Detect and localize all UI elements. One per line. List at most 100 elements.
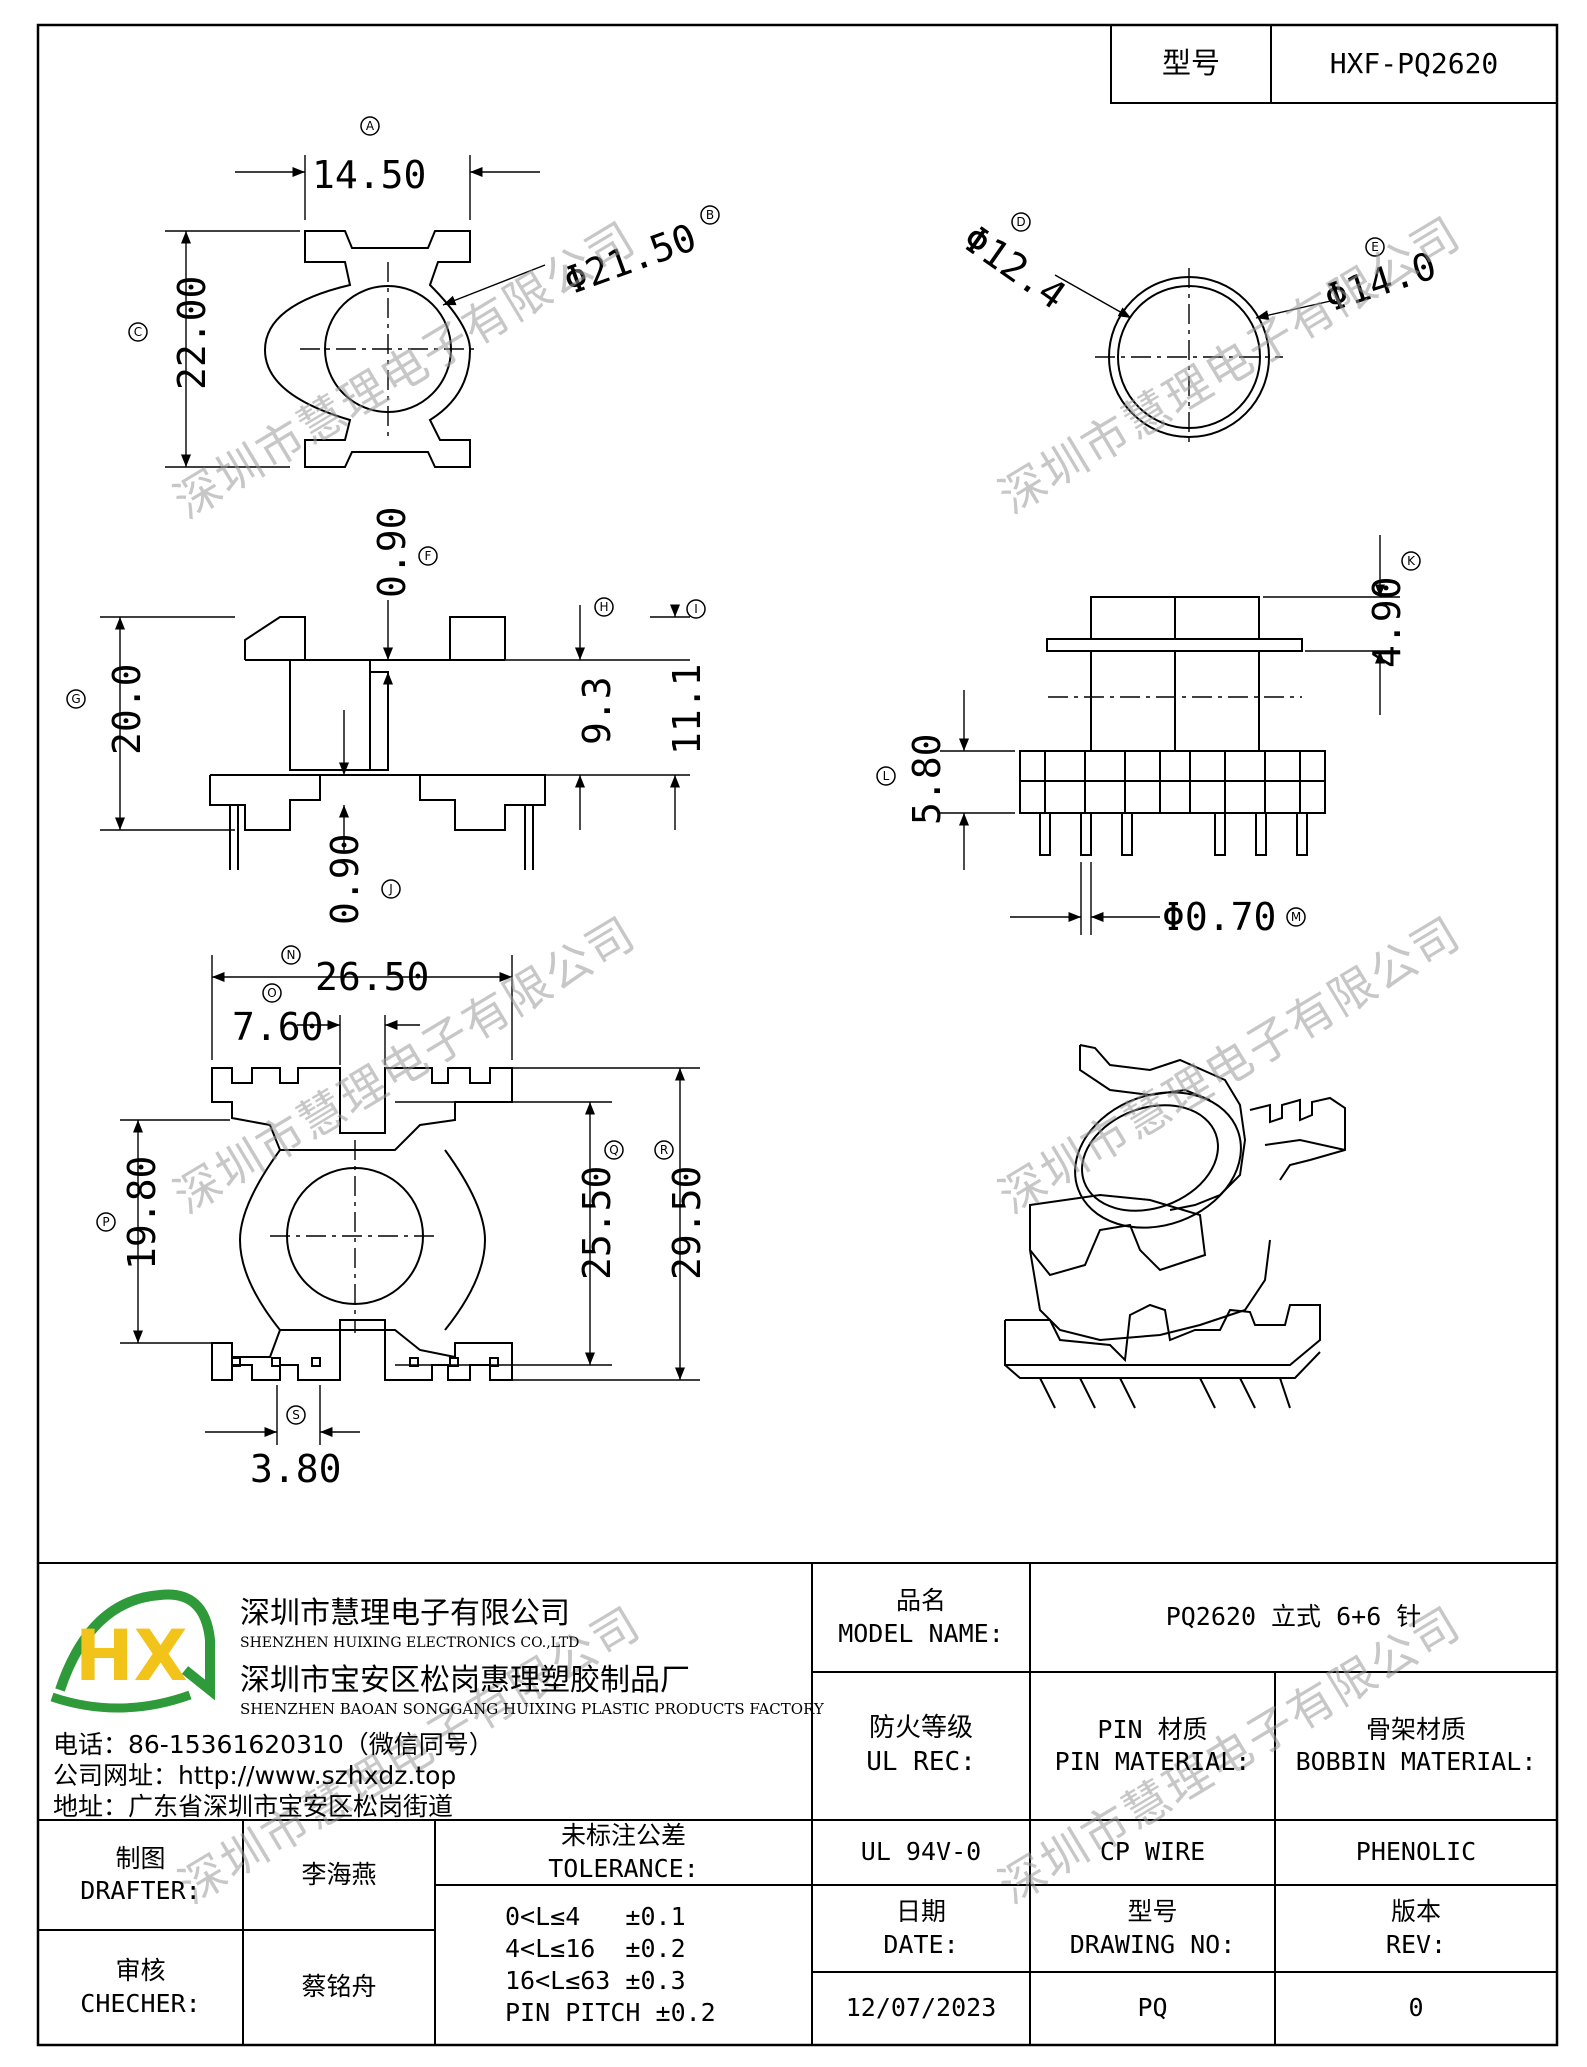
company-name-cn: 深圳市慧理电子有限公司: [240, 1596, 570, 1631]
date-label-en: DATE:: [883, 1929, 959, 1959]
dim-s: 3.80: [250, 1447, 342, 1491]
drawing-no-label: 型号 DRAWING NO:: [1030, 1885, 1275, 1972]
tolerance-label: 未标注公差 TOLERANCE:: [435, 1820, 812, 1885]
rev-label-cn: 版本: [1390, 1897, 1441, 1926]
tolerance-table: 0<L≤4 ±0.1 4<L≤16 ±0.2 16<L≤63 ±0.3 PIN …: [435, 1885, 812, 2045]
svg-text:HX: HX: [75, 1615, 188, 1697]
company-address: 地址：广东省深圳市宝安区松岗街道: [53, 1792, 454, 1821]
drawing-no-label-cn: 型号: [1127, 1897, 1178, 1926]
date-label: 日期 DATE:: [812, 1885, 1030, 1972]
header-model-box: [1110, 24, 1558, 104]
factory-name-cn: 深圳市宝安区松岗惠理塑胶制品厂: [240, 1663, 690, 1698]
dim-q: 25.50: [575, 1166, 619, 1280]
callout-s: S: [292, 1408, 300, 1422]
checker-value: 蔡铭舟: [301, 1972, 377, 2002]
tolerance-label-cn: 未标注公差: [560, 1821, 686, 1850]
dim-a: 14.50: [312, 153, 426, 197]
company-name-en: SHENZHEN HUIXING ELECTRONICS CO.,LTD: [240, 1635, 580, 1651]
dim-r: 29.50: [665, 1166, 709, 1280]
model-name-value: PQ2620 立式 6+6 针: [1165, 1602, 1422, 1632]
tolerance-line: 16<L≤63 ±0.3: [505, 1966, 686, 1995]
pin-material-label-cn: PIN 材质: [1097, 1714, 1208, 1744]
company-logo: HX: [50, 1589, 215, 1713]
date-label-cn: 日期: [895, 1897, 946, 1926]
core-hole-view: [1095, 268, 1283, 446]
dim-d: Φ12.4: [955, 216, 1074, 318]
dim-n: 26.50: [315, 955, 429, 999]
drafter-label-cn: 制图: [115, 1843, 166, 1873]
ul-rec-label: 防火等级 UL REC:: [812, 1672, 1030, 1820]
ul-rec-label-cn: 防火等级: [868, 1713, 973, 1744]
callout-o: O: [267, 986, 276, 1000]
dim-f: 0.90: [370, 506, 414, 598]
rev-label-en: REV:: [1385, 1929, 1447, 1959]
pin-material-value: CP WIRE: [1099, 1837, 1206, 1867]
company-website: 公司网址：http://www.szhxdz.top: [53, 1761, 457, 1790]
dim-k: 4.90: [1365, 576, 1409, 668]
drawing-border: [36, 23, 1559, 2047]
model-name-label-cn: 品名: [895, 1586, 946, 1615]
callout-c: C: [134, 325, 142, 339]
drafter-value: 李海燕: [301, 1859, 377, 1889]
callout-r: R: [660, 1143, 668, 1157]
callout-m: M: [1291, 910, 1301, 924]
tolerance-label-en: TOLERANCE:: [548, 1853, 699, 1883]
callout-q: Q: [609, 1143, 618, 1157]
dim-o: 7.60: [232, 1005, 324, 1049]
callout-i: I: [694, 602, 698, 616]
callout-b: B: [706, 208, 714, 222]
drafter-label: 制图 DRAFTER:: [38, 1820, 243, 1930]
dim-h: 9.3: [575, 676, 619, 745]
checker-label-cn: 审核: [115, 1956, 166, 1985]
tolerance-line: PIN PITCH ±0.2: [505, 1998, 716, 2027]
drafter-label-en: DRAFTER:: [80, 1876, 201, 1905]
side-view-bobbin: [209, 616, 546, 870]
bobbin-material-label-cn: 骨架材质: [1365, 1714, 1466, 1744]
callout-p: P: [102, 1215, 109, 1229]
dim-b: Φ21.50: [558, 215, 702, 303]
callout-l: L: [883, 769, 890, 783]
top-view-bobbin: [263, 230, 476, 468]
title-block-grid: [38, 1562, 1557, 2045]
dim-l: 5.80: [905, 733, 949, 825]
dim-p: 19.80: [120, 1156, 164, 1270]
bottom-view-bobbin: [211, 1067, 513, 1381]
isometric-view: [1004, 1044, 1346, 1409]
rev-value: 0: [1408, 1993, 1424, 2023]
dim-i: 11.1: [665, 663, 709, 755]
model-name-label-en: MODEL NAME:: [838, 1618, 1004, 1648]
dim-c: 22.00: [170, 276, 214, 390]
dim-j: 0.90: [323, 833, 367, 925]
header-model-value: HXF-PQ2620: [1329, 46, 1499, 80]
tolerance-line: 0<L≤4 ±0.1: [505, 1902, 686, 1931]
rev-label: 版本 REV:: [1275, 1885, 1557, 1972]
callout-e: E: [1371, 240, 1379, 254]
model-name-label: 品名 MODEL NAME:: [812, 1563, 1030, 1672]
callout-k: K: [1407, 554, 1416, 568]
callout-a: A: [366, 119, 375, 133]
company-phone: 电话：86-15361620310（微信同号）: [53, 1730, 494, 1759]
ul-rec-value: UL 94V-0: [860, 1837, 982, 1867]
callout-f: F: [425, 549, 432, 563]
date-value: 12/07/2023: [845, 1993, 997, 2023]
bobbin-material-value: PHENOLIC: [1355, 1837, 1477, 1867]
pin-material-label: PIN 材质 PIN MATERIAL:: [1030, 1672, 1275, 1820]
dim-m: Φ0.70: [1162, 895, 1276, 939]
callout-bubbles: [66, 116, 1421, 1425]
drawing-no-value: PQ: [1137, 1993, 1168, 2023]
bobbin-material-label-en: BOBBIN MATERIAL:: [1295, 1747, 1537, 1776]
callout-j: J: [388, 882, 393, 896]
factory-name-en: SHENZHEN BAOAN SONGGANG HUIXING PLASTIC …: [240, 1700, 824, 1718]
callout-d: D: [1016, 215, 1025, 229]
header-model-label: 型号: [1161, 46, 1220, 81]
drawing-no-label-en: DRAWING NO:: [1069, 1929, 1236, 1959]
checker-label-en: CHECHER:: [80, 1988, 201, 2018]
checker-label: 审核 CHECHER:: [38, 1930, 243, 2045]
front-view-bobbin: [1019, 596, 1326, 856]
callout-h: H: [599, 600, 608, 614]
pin-material-label-en: PIN MATERIAL:: [1054, 1747, 1251, 1776]
tolerance-line: 4<L≤16 ±0.2: [505, 1934, 686, 1963]
bobbin-material-label: 骨架材质 BOBBIN MATERIAL:: [1275, 1672, 1557, 1820]
callout-n: N: [287, 948, 296, 962]
